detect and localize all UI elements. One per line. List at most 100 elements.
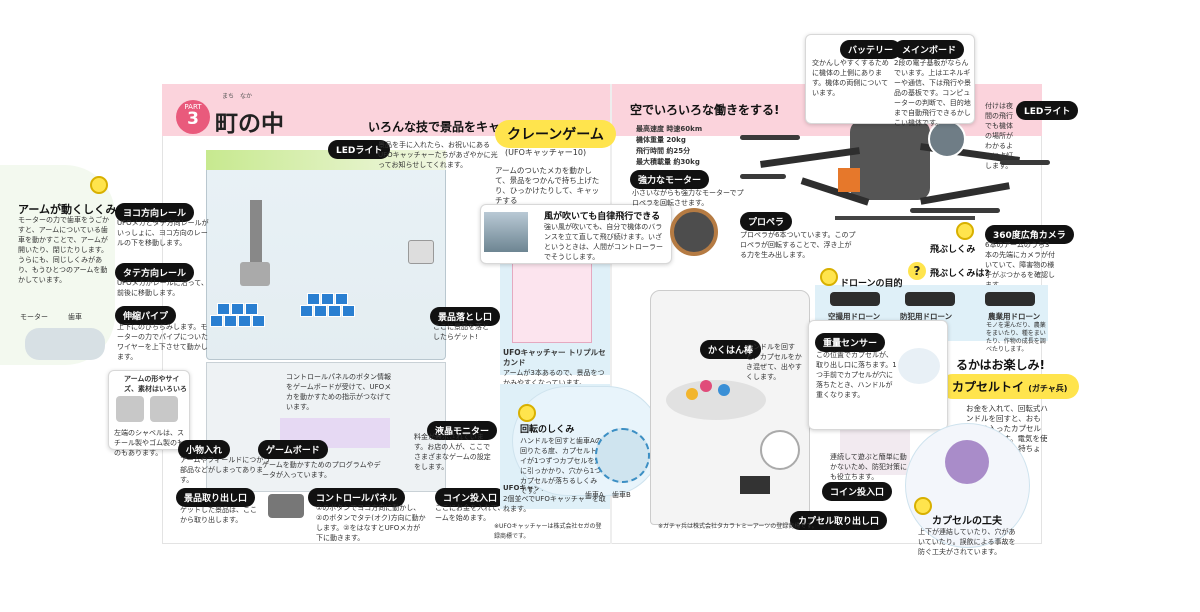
ufo-arm-illustration: [240, 262, 270, 286]
control-panel-text: ①のボタンでヨコ方向に動かし、②のボタンでタテ(オク)方向に動かします。②をはな…: [316, 504, 426, 542]
controller-text: コントロールパネルのボタン情報をゲームボードが受けて、UFOメカを動かすための指…: [286, 373, 392, 411]
weight-sensor-text: この位置でカプセルが、取り出し口に落ちます。1つ手前でカプセルが穴に落ちたとき、…: [816, 351, 897, 399]
triple-text: アームが3本あるので、景品をつかみやすくなっています。: [503, 369, 605, 387]
arm-size-text: 左端のシャベルは、スチール製やゴム製のものもあります。: [114, 429, 184, 457]
pipe-label: 伸縮パイプ: [115, 306, 177, 325]
ufo-arm-illustration-2: [408, 240, 434, 264]
rotation-gear-illustration: [595, 428, 650, 483]
capsule-title: カプセルの工夫: [932, 516, 1002, 527]
gacha-pill: カプセルトイ (ガチャ兵): [940, 374, 1080, 399]
capsule-3: [686, 388, 698, 400]
capsule-magnify-icon: [914, 497, 932, 515]
arm-sample-2: [150, 396, 178, 422]
capsule-photo: [945, 440, 989, 484]
propeller-text: プロペラが6本ついています。このプロペラが回転することで、浮き上がる力を生み出し…: [740, 231, 856, 259]
prize-stack: [210, 293, 370, 345]
small-box-label: 小物入れ: [178, 440, 231, 459]
crane-led-text: 景品を手に入れたら、お祝いにあるUFOキャッチャーたちがあざやかに光ってお知らせ…: [378, 141, 498, 169]
gacha-pill-main: カプセルトイ: [952, 380, 1025, 394]
lcd-monitor-label: 液晶モニター: [427, 421, 498, 440]
gacha-headline: るかはお楽しみ!: [956, 358, 1045, 372]
gacha-coin-slot: [740, 476, 770, 494]
crane-led-label: LEDライト: [328, 140, 391, 159]
propeller-label: プロペラ: [740, 212, 793, 231]
gacha-handle: [760, 430, 800, 470]
arm-gear-caption: 歯車: [68, 313, 82, 321]
mainboard-text: 2段の電子基板がならんでいます。上はエネルギーや通信、下は飛行や景品の基板です。…: [894, 59, 971, 127]
drone-led-label: LEDライト: [1016, 101, 1079, 120]
pipe-text: 上下にのびちぢみします。モーターの力でパイプについたワイヤーを上下させて動かしま…: [117, 323, 208, 361]
page-title: 町の中: [215, 110, 284, 137]
crane-pipe-illustration: [250, 200, 262, 270]
arm-mechanism-text: モーターの力で歯車をうごかすと、アームについている歯車を動かすことで、アームが開…: [18, 216, 109, 284]
magnify-icon-2: [518, 404, 536, 422]
purpose-3: 農業用ドローン: [988, 312, 1041, 321]
arm-sample-1: [116, 396, 144, 422]
purpose-3-text: モノを運んだり、農薬をまいたり、種をまいたり、作物の成長を調べたりします。: [986, 322, 1046, 353]
wind-title: 風が吹いても自律飛行できる: [544, 212, 661, 222]
yoko-rail-text: UFOメカとタテ方向レールがいっしょに、ヨコ方向のレールの下を移動します。: [117, 219, 209, 247]
purpose-magnify-icon: [820, 268, 838, 286]
camera-text: 6本のアームのうち3本の先端にカメラが付いていて、障害物の様子がぶつかるを確認し…: [985, 241, 1055, 289]
capsule-2: [718, 384, 730, 396]
drone-landing-gear: [835, 216, 975, 220]
rotor-4: [910, 208, 1000, 213]
small-box-text: アームやフィールドにつかう部品などがしまってあります。: [180, 456, 271, 484]
battery-label: バッテリー: [840, 40, 902, 59]
gear-b-caption: 歯車B: [612, 491, 631, 499]
gacha-pill-sub: (ガチャ兵): [1028, 384, 1068, 393]
part-badge: PART 3: [176, 100, 210, 134]
capsule-out-label: カプセル取り出し口: [790, 511, 888, 530]
triple-machine-photo: [512, 255, 592, 343]
battery-text: 交かんしやすくするために機体の上側にあります。機体の両側についています。: [812, 59, 889, 97]
control-panel-photo: [268, 494, 304, 518]
weight-sensor-zoom: [896, 346, 942, 386]
drone-icon-1: [830, 292, 880, 306]
drone-icon-2: [905, 292, 955, 306]
drone-spec-2: 機体重量 20kg: [636, 136, 686, 144]
drone-spec-1: 最高速度 時速60km: [636, 125, 703, 133]
question-icon: ?: [908, 262, 926, 280]
rotor-2: [1000, 160, 1050, 165]
crane-game-pill: クレーンゲーム: [495, 120, 616, 148]
triple-title: UFOキャッチャー トリプルセカンド: [503, 348, 606, 367]
arm-gear-illustration: [25, 328, 105, 360]
arm-mechanism-title: アームが動くしくみ: [18, 203, 117, 216]
fly-magnify-icon: [956, 222, 974, 240]
gameboard-text: ゲームを動かすためのプログラムやデータが入っています。: [262, 461, 381, 479]
drone-spec-3: 飛行時間 約25分: [636, 147, 691, 155]
tate-rail-label: タテ方向レール: [115, 263, 195, 282]
motor-label: 強力なモーター: [630, 170, 710, 189]
arm-motor-caption: モーター: [20, 313, 48, 321]
crane-trademark: ※UFOキャッチャーは株式会社セガの登録商標です。: [494, 523, 602, 540]
drone-spec-4: 最大積載量 約30kg: [636, 158, 700, 166]
gameboard-label: ゲームボード: [258, 440, 328, 459]
gacha-trademark: ※ガチャ兵は株式会社タカラトミーアーツの登録商標です。: [658, 523, 818, 530]
arm-size-title: アームの形やサイズ、素材はいろいろ: [124, 375, 187, 393]
drone-led-text: 付けは夜間の飛行でも機体の場所がわかるように点灯します。: [985, 102, 1013, 170]
rotor-3: [740, 174, 786, 179]
kakuhan-label: かくはん棒: [700, 340, 762, 359]
gacha-extra-text: 連続して遊ぶと簡単に動かないため、防犯対策にも役立ちます。: [830, 453, 907, 481]
motor-text: 小さいながらも強力なモーターでプロペラを回転させます。: [632, 189, 744, 207]
crane-intro: アームのついたメカを動かして、景品をつかんで持ち上げたり、ひっかけたりして、キャ…: [495, 166, 600, 205]
weight-sensor-label: 重量センサー: [815, 333, 886, 352]
drone-icon-3: [985, 292, 1035, 306]
ufo-catch-title: UFOキャッチ: [503, 484, 548, 492]
kakuhan-text: ハンドルを回すと、カプセルをかき混ぜて、出やすくします。: [746, 343, 802, 381]
crane-subtitle: (UFOキャッチャー10): [505, 148, 587, 157]
page-gutter: [610, 84, 612, 544]
gacha-coin-label: コイン投入口: [822, 482, 893, 501]
capsule-text: 上下が連結していたり、穴があいていたり。誤飲による事故を防ぐ工夫がされています。: [918, 528, 1016, 556]
ufo-catch-text: 2個並べでUFOキャッチャーを取れます。: [503, 495, 606, 513]
fly-question: 飛ぶしくみは?: [930, 269, 990, 279]
part-label: PART: [184, 103, 202, 111]
crane-coin-text: ここにお金を入れて、ゲームを始めます。: [435, 504, 512, 522]
purpose-title: ドローンの目的: [840, 279, 903, 289]
purpose-2: 防犯用ドローン: [900, 312, 953, 321]
camera-label: 360度広角カメラ: [985, 225, 1074, 244]
crane-headline: いろんな技で景品をキャッチ!: [368, 120, 530, 134]
mainboard-label: メインボード: [894, 40, 965, 59]
capsule-1: [700, 380, 712, 392]
wind-text: 強い風が吹いても、自分で機体のバランスを立て直して飛び続けます。いざというときは…: [544, 223, 663, 261]
